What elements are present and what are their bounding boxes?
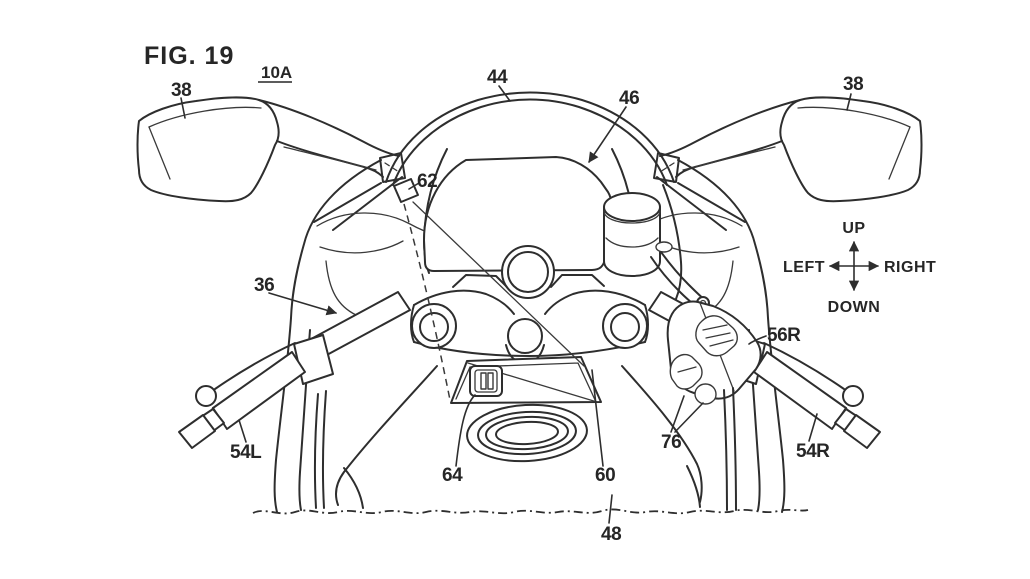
reference-labels: FIG. 19 10A 38 38 44 46 62 36 56R 76 54L… <box>144 42 864 545</box>
lever <box>214 342 296 390</box>
grip <box>212 351 306 430</box>
brake-fluid-reservoir <box>603 192 710 310</box>
left-handlebar <box>178 291 411 449</box>
ref-label-38-left: 38 <box>171 80 191 101</box>
compass-down-label: DOWN <box>828 299 881 316</box>
fuel-tank <box>313 365 737 511</box>
ref-label-64: 64 <box>442 465 463 486</box>
figure-title: FIG. 19 <box>144 42 234 70</box>
left-mirror <box>136 96 406 231</box>
bar-end-weight <box>178 414 216 449</box>
orientation-compass: UP DOWN LEFT RIGHT <box>783 220 936 316</box>
ignition-barrel <box>507 318 543 354</box>
ref-label-38-right: 38 <box>843 74 863 95</box>
meter-visor <box>423 156 613 288</box>
right-mirror <box>653 96 923 231</box>
sensor-62 <box>393 178 585 401</box>
steering-stem-nut <box>501 245 555 299</box>
ref-label-54R: 54R <box>796 441 830 462</box>
ref-label-62: 62 <box>417 171 437 192</box>
right-switch-housing <box>666 300 762 405</box>
ref-label-48: 48 <box>601 524 621 545</box>
windscreen <box>385 91 675 186</box>
switch-button-lower <box>694 383 717 405</box>
fuel-filler-cap <box>466 403 588 463</box>
ref-label-36: 36 <box>254 275 274 296</box>
tank-console <box>450 356 602 404</box>
ref-label-76: 76 <box>661 432 681 453</box>
ref-label-60: 60 <box>595 465 615 486</box>
compass-up-label: UP <box>842 220 865 237</box>
ref-label-54L: 54L <box>230 442 262 463</box>
triple-clamp <box>410 245 649 364</box>
ref-label-44: 44 <box>487 67 508 88</box>
reservoir-bolt <box>655 241 673 253</box>
compass-right-label: RIGHT <box>884 259 936 276</box>
assembly-ref-label: 10A <box>261 63 292 82</box>
switch-button-upper <box>669 353 703 390</box>
lever-ball-end <box>195 385 217 407</box>
break-line <box>252 508 809 515</box>
ref-label-46: 46 <box>619 88 639 109</box>
ref-label-56R: 56R <box>767 325 801 346</box>
leader-lines <box>180 85 852 524</box>
compass-left-label: LEFT <box>783 259 825 276</box>
